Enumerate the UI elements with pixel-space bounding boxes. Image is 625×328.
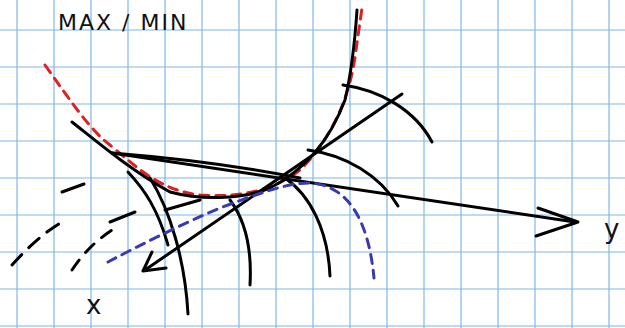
- grid-line: [53, 0, 54, 328]
- arrow-head: [143, 252, 166, 271]
- surface-arc: [343, 85, 432, 142]
- grid-line: [90, 0, 91, 328]
- grid-line: [423, 0, 424, 328]
- grid-line: [201, 0, 202, 328]
- grid-line: [0, 66, 625, 67]
- grid-line: [16, 0, 17, 328]
- grid-line: [0, 103, 625, 104]
- grid-line: [571, 0, 572, 328]
- axis-label: x: [86, 292, 101, 318]
- surface-arc: [128, 172, 168, 245]
- grid-line: [608, 0, 609, 328]
- title: MAX / MIN: [58, 12, 188, 34]
- arrow-head: [536, 208, 578, 236]
- grid-line: [0, 288, 625, 289]
- grid-line: [164, 0, 165, 328]
- grid-line: [0, 325, 625, 326]
- grid-line: [497, 0, 498, 328]
- grid-line: [534, 0, 535, 328]
- grid-line: [0, 251, 625, 252]
- surface-arc: [230, 200, 250, 285]
- grid-line: [275, 0, 276, 328]
- grid-line: [238, 0, 239, 328]
- grid-line: [0, 177, 625, 178]
- hidden-line: [110, 212, 135, 222]
- hidden-line: [72, 230, 112, 270]
- hidden-line: [62, 184, 84, 192]
- surface-arc: [285, 178, 330, 276]
- surface-arc: [308, 150, 398, 206]
- grid-line: [460, 0, 461, 328]
- axis-label: y: [604, 216, 619, 242]
- level-curve: [108, 183, 374, 278]
- grid-line: [312, 0, 313, 328]
- x-axis: [145, 94, 402, 270]
- surface-edge: [112, 153, 300, 178]
- grid-line: [386, 0, 387, 328]
- hidden-line: [165, 200, 200, 210]
- y-axis: [112, 153, 575, 222]
- hidden-line: [12, 222, 62, 265]
